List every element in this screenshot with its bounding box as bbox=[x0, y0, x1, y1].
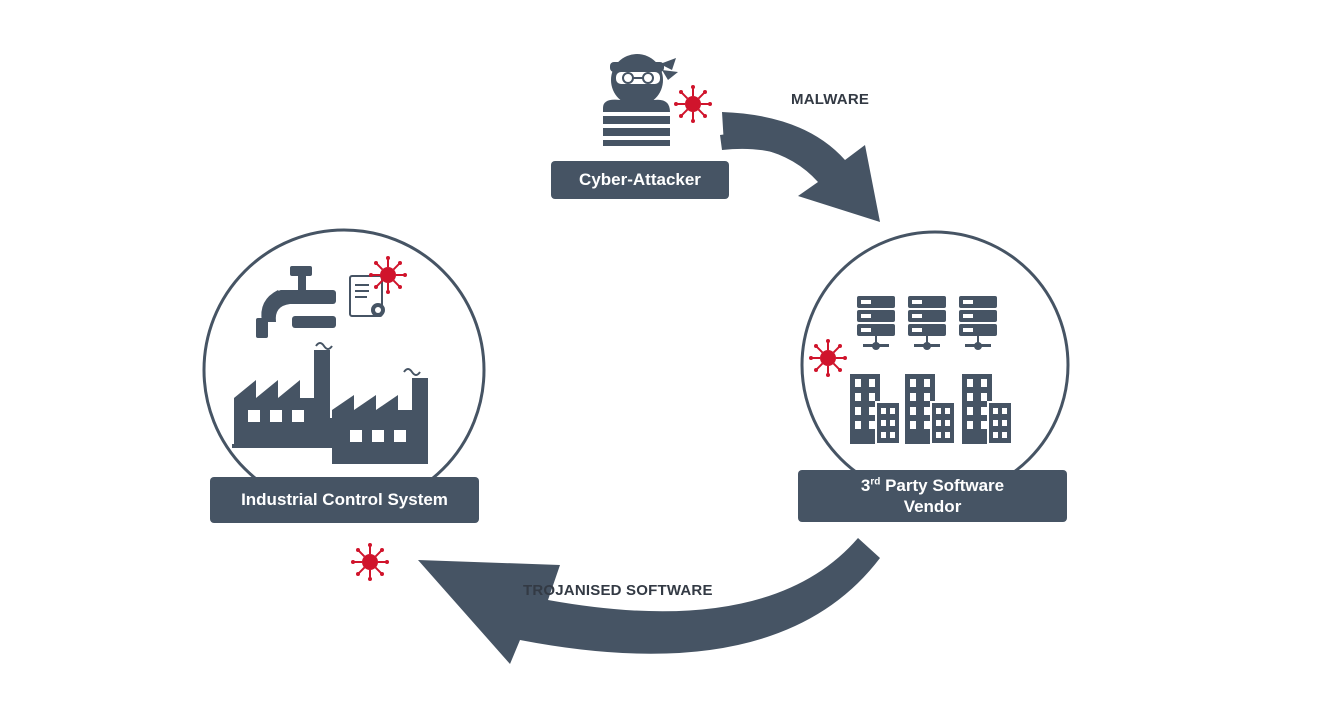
vendor-label-line1: 3rd Party Software bbox=[861, 475, 1004, 496]
trojan-arrow bbox=[418, 538, 880, 664]
vendor-label-sup: rd bbox=[870, 476, 881, 488]
vendor-label-rest: Party Software bbox=[880, 475, 1005, 495]
virus-icon bbox=[368, 255, 408, 295]
buildings-icon bbox=[849, 373, 1013, 445]
ics-label: Industrial Control System bbox=[210, 477, 479, 523]
factory-icon bbox=[232, 342, 428, 464]
vendor-label-prefix: 3 bbox=[860, 475, 871, 495]
virus-icon bbox=[673, 84, 713, 124]
cyber-attacker-label-text: Cyber-Attacker bbox=[579, 170, 701, 190]
trojan-edge-label: TROJANISED SOFTWARE bbox=[523, 582, 713, 599]
virus-icon bbox=[350, 542, 390, 582]
pipe-valve-icon bbox=[256, 266, 336, 338]
vendor-label-line2: Vendor bbox=[903, 497, 962, 516]
cyber-attacker-label: Cyber-Attacker bbox=[551, 161, 729, 199]
gears-icon bbox=[349, 275, 385, 317]
hacker-icon bbox=[603, 54, 678, 146]
vendor-label: 3rd Party Software Vendor bbox=[798, 470, 1067, 522]
virus-icon bbox=[808, 338, 848, 378]
ics-label-text: Industrial Control System bbox=[241, 490, 448, 510]
vendor-node bbox=[800, 230, 1070, 500]
ics-node bbox=[202, 228, 486, 512]
malware-arrow bbox=[720, 112, 880, 222]
malware-edge-label: MALWARE bbox=[791, 91, 870, 108]
